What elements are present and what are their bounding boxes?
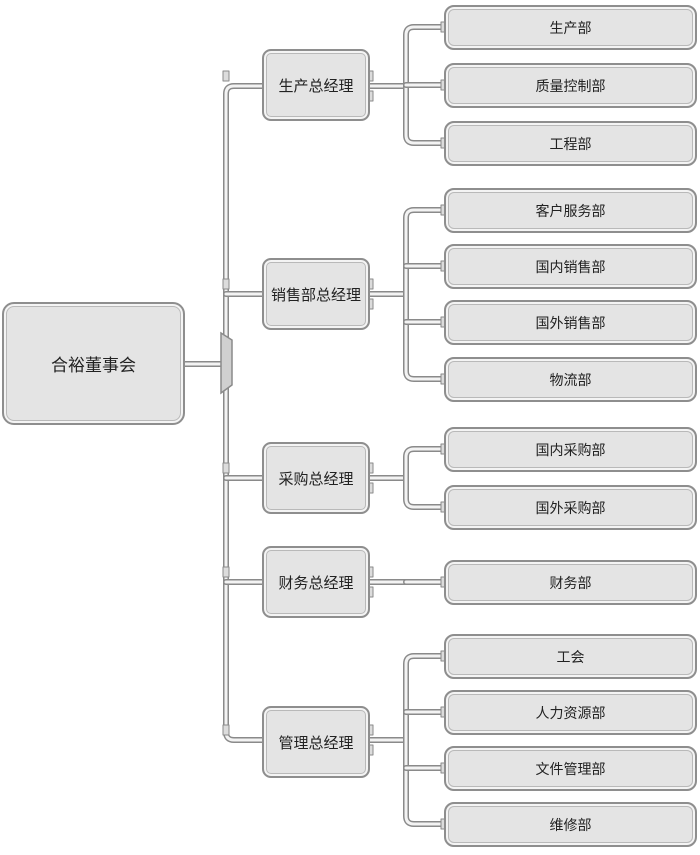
root-node-board: 合裕董事会 bbox=[2, 302, 185, 425]
department-node: 财务部 bbox=[444, 560, 697, 605]
department-node: 国内采购部 bbox=[444, 427, 697, 472]
department-node: 生产部 bbox=[444, 5, 697, 50]
department-label: 工程部 bbox=[549, 136, 592, 153]
department-bus-pipe bbox=[403, 446, 447, 510]
manager-label: 财务总经理 bbox=[278, 573, 354, 592]
trunk-pipe bbox=[224, 84, 264, 742]
department-label: 国外销售部 bbox=[535, 315, 606, 332]
department-label: 质量控制部 bbox=[535, 78, 606, 95]
department-node: 工会 bbox=[444, 634, 697, 679]
department-bus-pipe bbox=[403, 653, 447, 827]
department-bus-pipe bbox=[403, 207, 447, 382]
department-node: 人力资源部 bbox=[444, 690, 697, 735]
manager-label: 管理总经理 bbox=[278, 733, 354, 752]
department-label: 国外采购部 bbox=[535, 500, 606, 517]
department-label: 客户服务部 bbox=[535, 203, 606, 220]
department-node: 国内销售部 bbox=[444, 244, 697, 289]
manager-label: 销售部总经理 bbox=[270, 285, 361, 304]
pipe-collar bbox=[222, 566, 230, 578]
manager-node-sales: 销售部总经理 bbox=[262, 258, 370, 330]
department-node: 客户服务部 bbox=[444, 188, 697, 233]
department-bus-pipe bbox=[404, 208, 446, 381]
trunk-pipe bbox=[223, 83, 265, 743]
manager-node-administration: 管理总经理 bbox=[262, 706, 370, 778]
department-node: 质量控制部 bbox=[444, 63, 697, 108]
pipe-collar bbox=[222, 278, 230, 290]
manager-node-purchasing: 采购总经理 bbox=[262, 442, 370, 514]
department-label: 生产部 bbox=[549, 20, 592, 37]
department-bus-pipe bbox=[404, 654, 446, 826]
department-label: 工会 bbox=[556, 649, 585, 666]
department-node: 国外销售部 bbox=[444, 300, 697, 345]
department-label: 人力资源部 bbox=[535, 705, 606, 722]
pipe-collar bbox=[222, 462, 230, 474]
manager-node-production: 生产总经理 bbox=[262, 49, 370, 121]
department-bus-pipe bbox=[404, 447, 446, 509]
department-label: 国内采购部 bbox=[535, 442, 606, 459]
department-label: 维修部 bbox=[549, 817, 592, 834]
department-label: 文件管理部 bbox=[535, 761, 606, 778]
department-label: 财务部 bbox=[549, 575, 592, 592]
department-node: 文件管理部 bbox=[444, 746, 697, 791]
department-node: 工程部 bbox=[444, 121, 697, 166]
manager-node-finance: 财务总经理 bbox=[262, 546, 370, 618]
pipe-collar bbox=[222, 724, 230, 736]
root-node-label: 合裕董事会 bbox=[51, 356, 136, 376]
manager-label: 采购总经理 bbox=[278, 469, 354, 488]
department-node: 维修部 bbox=[444, 802, 697, 847]
department-node: 物流部 bbox=[444, 357, 697, 402]
root-junction-flange bbox=[220, 331, 233, 395]
department-label: 物流部 bbox=[549, 372, 592, 389]
department-node: 国外采购部 bbox=[444, 485, 697, 530]
manager-label: 生产总经理 bbox=[278, 76, 354, 95]
pipe-collar bbox=[222, 70, 230, 82]
department-label: 国内销售部 bbox=[535, 259, 606, 276]
